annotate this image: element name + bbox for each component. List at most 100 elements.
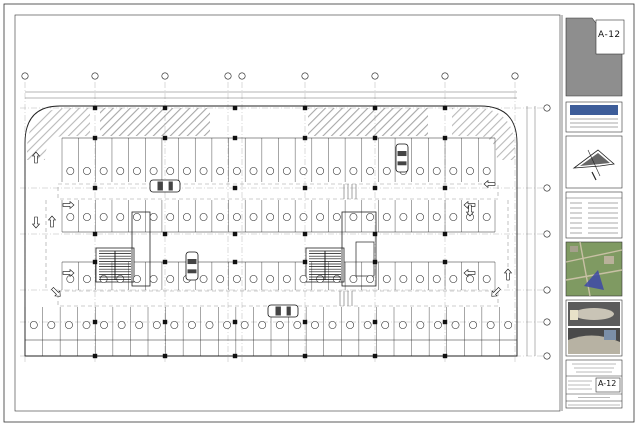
stall-number-bubble	[29, 321, 38, 329]
structural-column	[372, 105, 378, 111]
direction-arrow-icon	[62, 200, 75, 210]
stall-number-bubble	[382, 213, 391, 221]
stall-number-bubble	[249, 167, 258, 175]
structural-column	[302, 135, 308, 141]
stall-number-bubble	[116, 213, 125, 221]
stall-number-bubble	[416, 213, 424, 221]
drive-loop	[45, 200, 509, 290]
stall-number-bubble	[504, 321, 513, 329]
stall-number-bubble	[366, 167, 374, 175]
direction-arrow-icon	[483, 179, 496, 189]
stall-number-bubble	[275, 321, 284, 329]
stall-number-bubble	[469, 321, 477, 329]
stall-number-bubble	[216, 167, 225, 175]
stall-number-bubble	[183, 213, 191, 221]
crosswalk-lower	[339, 291, 353, 306]
stall-number-bubble	[166, 167, 175, 175]
structural-column	[92, 185, 98, 191]
stall-number-bubble	[83, 275, 91, 283]
stall-number-bubble	[258, 321, 267, 329]
stall-number-bubble	[332, 167, 341, 175]
stall-number-bubble	[116, 275, 125, 283]
stall-number-bubble	[83, 167, 91, 175]
structural-column	[442, 105, 448, 111]
structural-column	[162, 135, 168, 141]
sheet-code-box	[595, 19, 625, 55]
stall-number-bubble	[99, 213, 108, 221]
grid-bubble	[91, 72, 99, 80]
stall-number-bubble	[205, 321, 214, 329]
structural-column	[232, 105, 238, 111]
stall-number-bubble	[382, 167, 391, 175]
stall-number-bubble	[47, 321, 56, 329]
stairs	[99, 250, 341, 280]
direction-arrow-icon	[51, 287, 61, 297]
stall-number-bubble	[482, 213, 491, 221]
structural-column	[92, 105, 98, 111]
structural-column	[372, 231, 378, 237]
traffic-arrows	[31, 151, 513, 297]
stall-number-bubble	[346, 321, 354, 329]
structural-column	[232, 353, 238, 359]
grid-bubble	[543, 230, 551, 238]
stall-number-bubble	[188, 321, 196, 329]
structural-column	[232, 135, 238, 141]
structural-column	[302, 353, 308, 359]
stall-number-bubble	[249, 275, 258, 283]
ramp-hatch-left	[100, 108, 210, 136]
structural-column	[302, 185, 308, 191]
sheet-number-small: A-12	[598, 379, 617, 388]
direction-arrow-icon	[491, 287, 501, 297]
stall-number-bubble	[66, 213, 75, 221]
stall-number-bubble	[216, 275, 225, 283]
stall-number-bubble	[166, 213, 175, 221]
stall-number-bubble	[99, 167, 108, 175]
direction-arrow-icon	[31, 151, 41, 164]
stall-number-bubble	[416, 321, 425, 329]
stall-number-bubble	[366, 213, 374, 221]
ramp-curve-left	[27, 108, 90, 160]
stall-number-bubble	[199, 167, 208, 175]
structural-column	[232, 231, 238, 237]
stall-number-bubble	[432, 167, 441, 175]
structural-column	[162, 259, 168, 265]
stall-number-bubble	[311, 321, 319, 329]
stall-number-bubble	[170, 321, 179, 329]
sheet-code-box-small	[595, 377, 621, 393]
grid-bubble	[511, 72, 519, 80]
drive-lane-upper	[57, 183, 499, 200]
stall-number-bubble	[249, 213, 258, 221]
sheet-number-large: A-12	[598, 30, 621, 40]
ramp-curve-right	[452, 108, 515, 160]
structural-column	[442, 319, 448, 325]
stall-number-bubble	[432, 213, 441, 221]
stall-number-bubble	[349, 275, 358, 283]
stall-number-bubble	[149, 167, 158, 175]
stall-number-bubble	[416, 167, 424, 175]
banner-image	[570, 105, 618, 115]
stall-number-bubble	[466, 167, 474, 175]
stall-number-bubble	[332, 275, 341, 283]
structural-column	[372, 353, 378, 359]
core-wall-left	[131, 211, 151, 287]
stall-number-bubble	[266, 213, 275, 221]
stall-number-bubble	[434, 321, 442, 329]
grid-bubble	[543, 286, 551, 294]
stall-number-bubble	[328, 321, 337, 329]
stall-number-bubble	[432, 275, 441, 283]
structural-column	[162, 105, 168, 111]
structural-column	[92, 259, 98, 265]
structural-column	[232, 259, 238, 265]
stall-number-bubble	[232, 213, 241, 221]
stall-number-bubble	[133, 167, 141, 175]
stall-number-bubble	[152, 321, 161, 329]
stall-number-bubble	[232, 275, 241, 283]
stall-number-bubble	[266, 275, 275, 283]
stall-number-bubble	[232, 167, 241, 175]
elevator-right	[355, 241, 375, 277]
structural-column	[92, 135, 98, 141]
crosswalk-upper	[343, 184, 357, 199]
direction-arrow-icon	[463, 268, 476, 278]
stall-number-bubble	[466, 275, 474, 283]
